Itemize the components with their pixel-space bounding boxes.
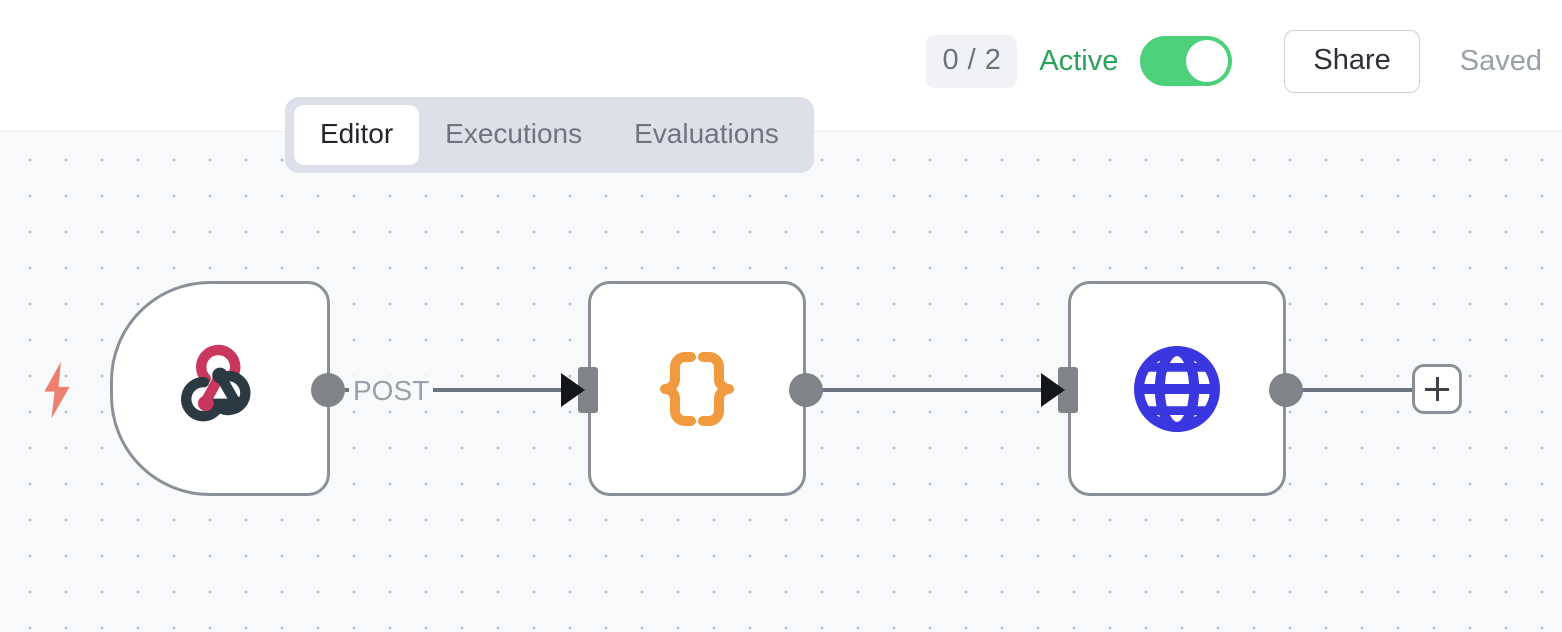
share-button[interactable]: Share bbox=[1284, 29, 1420, 93]
node-filter-output-port[interactable] bbox=[789, 373, 823, 407]
header-actions: 0 / 2 Active Share Saved bbox=[926, 29, 1542, 93]
toggle-knob bbox=[1186, 40, 1229, 82]
webhook-icon bbox=[172, 341, 268, 437]
lightning-bolt-icon bbox=[38, 360, 76, 425]
active-toggle[interactable] bbox=[1140, 36, 1233, 86]
node-filter-merged-prs[interactable] bbox=[588, 281, 806, 496]
run-count-badge: 0 / 2 bbox=[926, 34, 1018, 88]
add-node-button[interactable] bbox=[1412, 364, 1462, 414]
edge-label-post: POST bbox=[349, 375, 434, 407]
node-http-output-port[interactable] bbox=[1269, 373, 1303, 407]
tab-evaluations[interactable]: Evaluations bbox=[634, 118, 779, 149]
flow-canvas[interactable]: Webhook POST Filter merged PRs bbox=[0, 132, 1562, 632]
node-create-agent-job[interactable] bbox=[1068, 281, 1286, 496]
curly-braces-icon bbox=[647, 339, 747, 439]
edge-arrow-into-http bbox=[1041, 373, 1065, 407]
tab-executions[interactable]: Executions bbox=[445, 118, 583, 149]
node-webhook-output-port[interactable] bbox=[311, 373, 345, 407]
edge-arrow-into-filter bbox=[561, 373, 585, 407]
plus-icon bbox=[1425, 377, 1449, 401]
flow-graph: Webhook POST Filter merged PRs bbox=[0, 132, 1562, 632]
tab-editor[interactable]: Editor bbox=[294, 105, 420, 165]
view-tabbar: Editor Executions Evaluations bbox=[285, 97, 814, 173]
node-webhook[interactable] bbox=[110, 281, 330, 496]
globe-icon bbox=[1127, 339, 1227, 439]
active-status-label: Active bbox=[1039, 44, 1119, 77]
saved-status-label: Saved bbox=[1459, 44, 1542, 77]
